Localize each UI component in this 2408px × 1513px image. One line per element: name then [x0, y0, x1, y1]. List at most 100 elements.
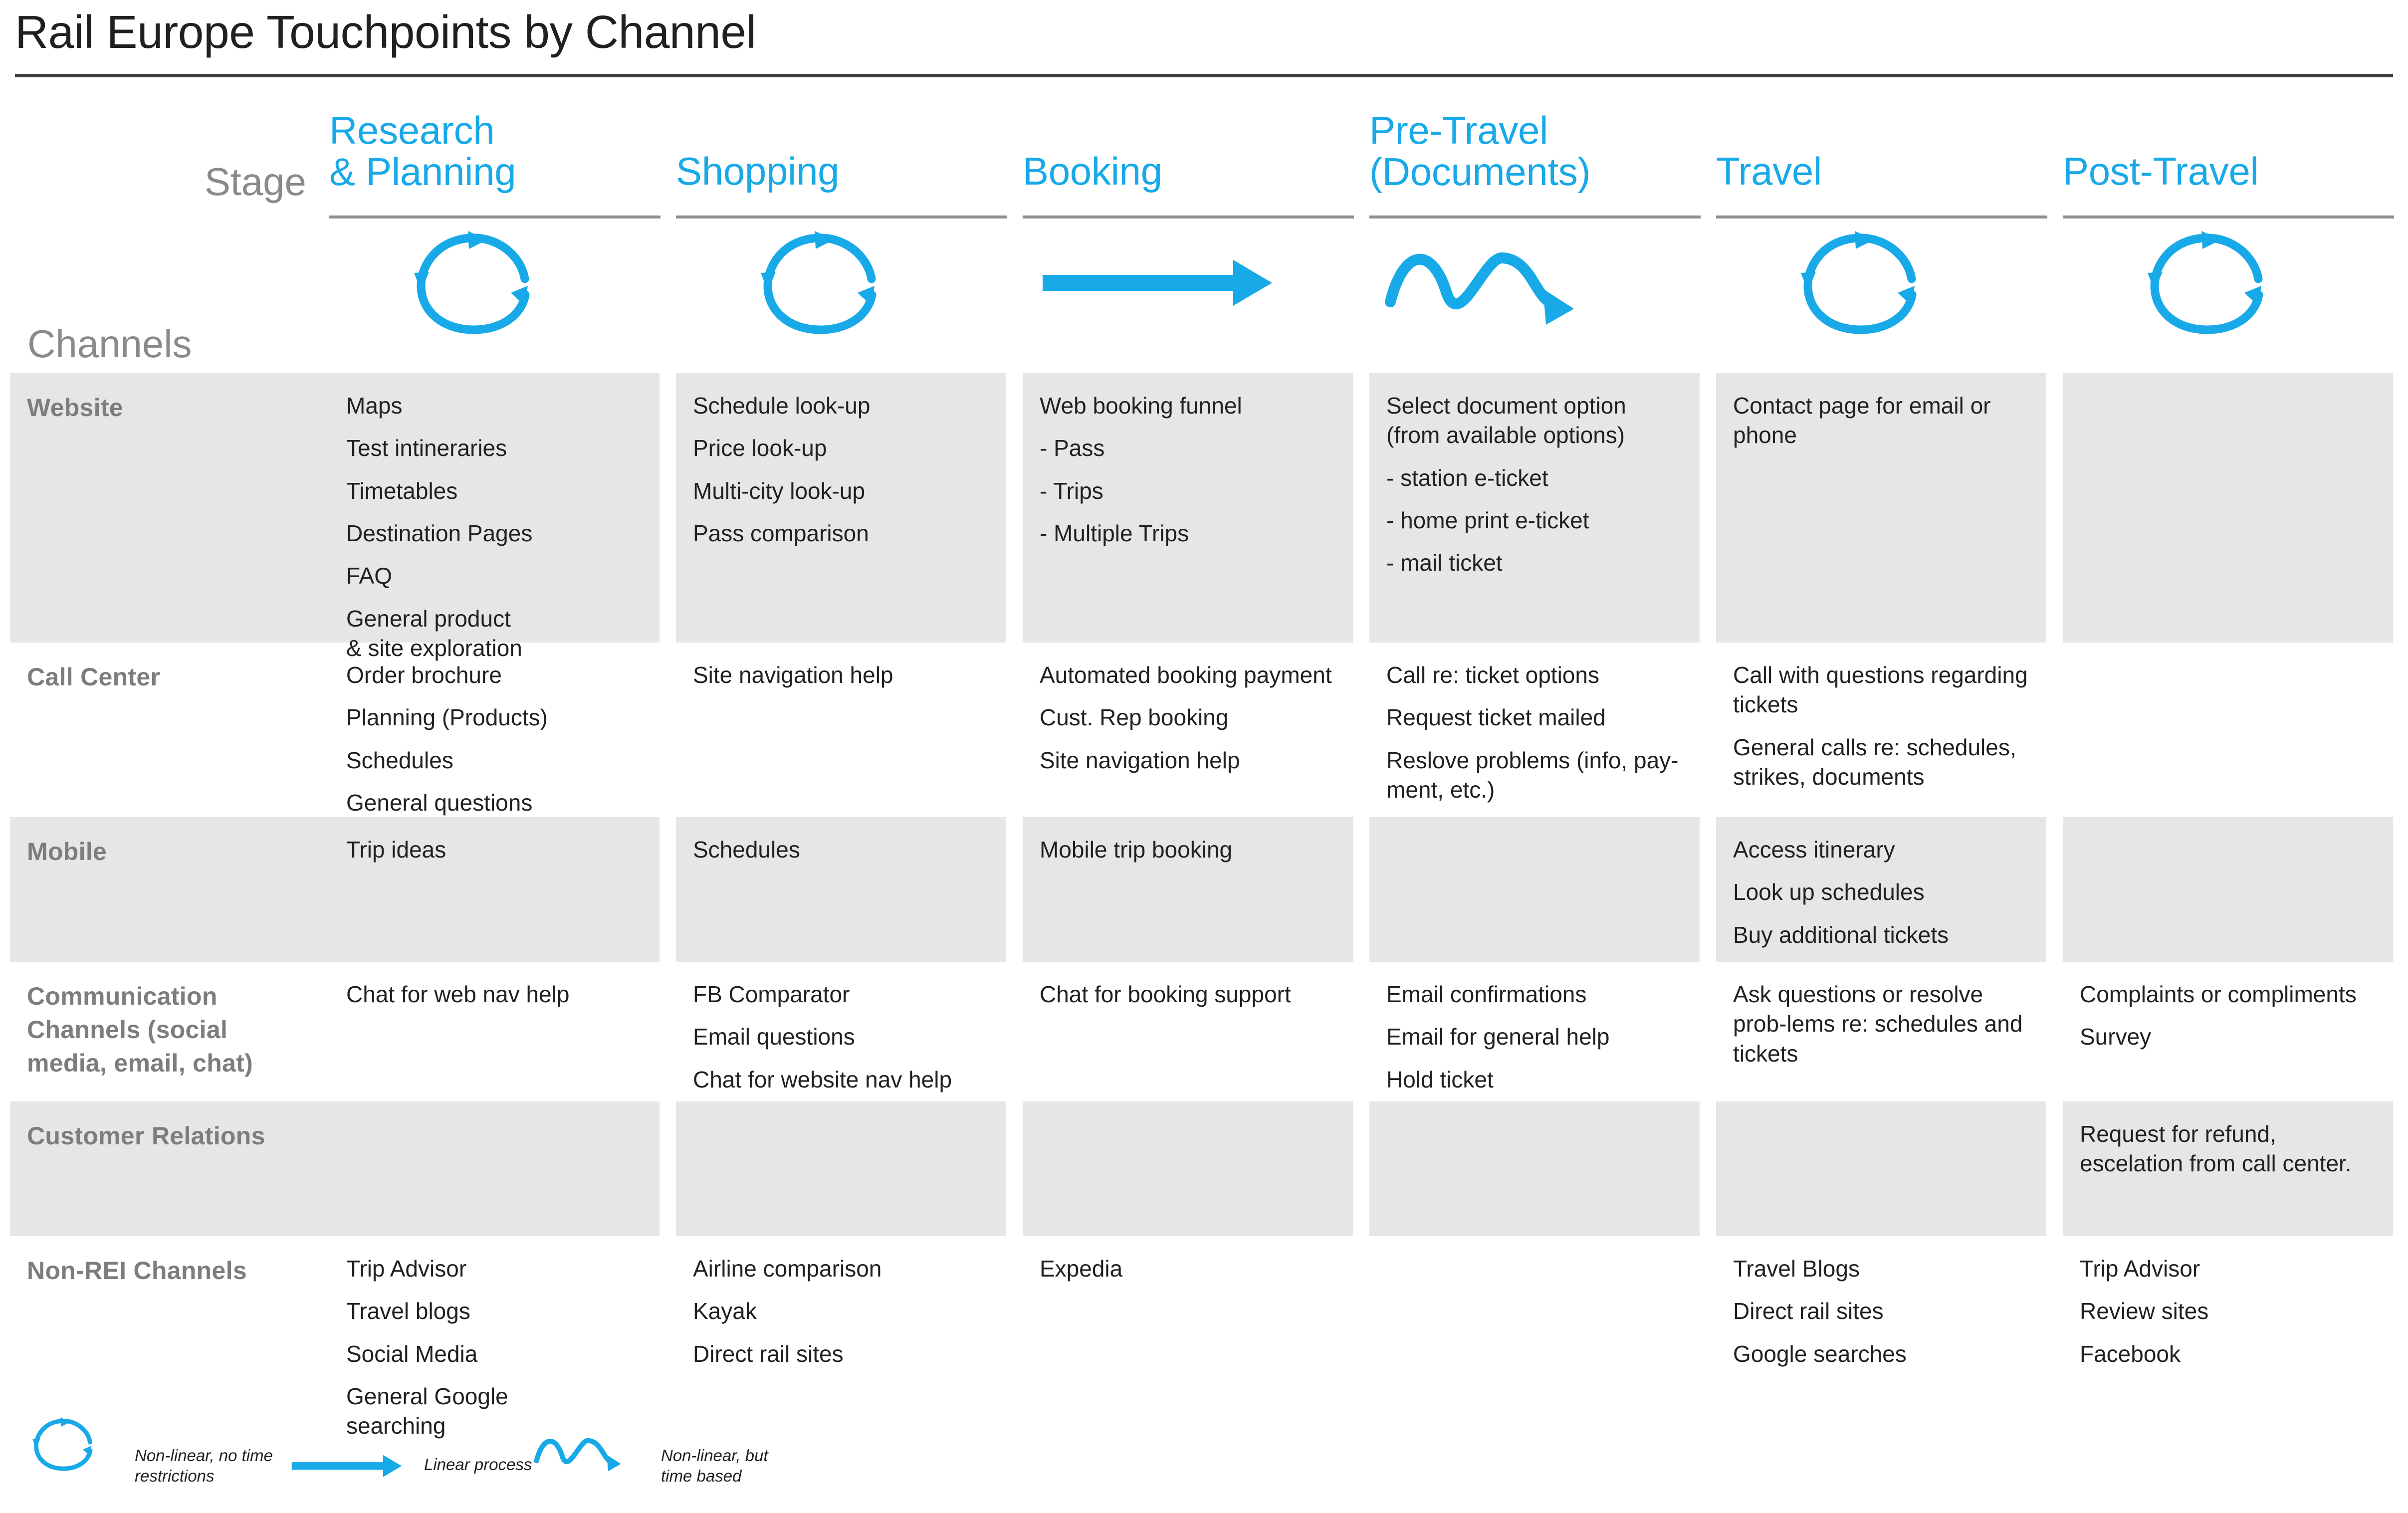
touchpoint-item: FB Comparator [693, 981, 850, 1007]
touchpoint-item: Site navigation help [1040, 747, 1240, 773]
row-label: Non-REI Channels [27, 1257, 247, 1285]
wave-arrow-icon [1384, 227, 1619, 342]
touchpoint-item: - mail ticket [1386, 550, 1503, 576]
touchpoint-item: Chat for booking support [1040, 981, 1291, 1007]
touchpoint-item: General product & site exploration [346, 605, 522, 661]
touchpoint-item: Buy additional tickets [1733, 921, 1949, 948]
touchpoint-item: Call re: ticket options [1386, 662, 1599, 688]
touchpoint-item: Planning (Products) [346, 704, 548, 731]
stage-divider-1 [329, 216, 660, 218]
touchpoint-item: Price look-up [693, 435, 827, 461]
touchpoint-item: Test intineraries [346, 435, 507, 461]
touchpoint-item: Airline comparison [693, 1256, 882, 1282]
stage-header-2: Shopping [676, 151, 1011, 192]
stage-header-line1: Research [329, 108, 495, 152]
matrix-cell: Trip ideas [329, 817, 659, 962]
touchpoint-item: Automated booking payment [1040, 662, 1332, 688]
title-divider [15, 74, 2393, 77]
stage-header-3: Booking [1023, 151, 1358, 192]
row-label: Communication Channels (social media, em… [27, 982, 253, 1077]
matrix-cell: Site navigation help [676, 643, 1006, 817]
touchpoint-item: Email for general help [1386, 1024, 1610, 1050]
touchpoint-item: Pass comparison [693, 520, 869, 546]
matrix-cell [1369, 1236, 1700, 1416]
stage-divider-4 [1369, 216, 1701, 218]
legend-wave-arrow-icon [534, 1426, 642, 1481]
circular-arrow-icon [409, 227, 539, 342]
touchpoint-item: Email confirmations [1386, 981, 1587, 1007]
touchpoint-item: Direct rail sites [693, 1340, 844, 1367]
matrix-cell: Mobile trip booking [1023, 817, 1353, 962]
touchpoint-item: Chat for web nav help [346, 981, 570, 1007]
touchpoint-item: Contact page for email or phone [1733, 393, 1991, 448]
touchpoint-item: General calls re: schedules, strikes, do… [1733, 734, 2016, 790]
legend-straight-arrow-icon [289, 1439, 404, 1496]
stage-header-4: Pre-Travel(Documents) [1369, 110, 1705, 192]
touchpoint-item: Travel blogs [346, 1298, 470, 1324]
touchpoint-item: Trip ideas [346, 837, 446, 863]
touchpoint-item: Cust. Rep booking [1040, 704, 1229, 731]
matrix-cell: Contact page for email or phone [1716, 373, 2046, 643]
legend-circular-arrow-icon [30, 1415, 97, 1476]
stage-header-1: Research& Planning [329, 110, 664, 192]
matrix-cell [2063, 373, 2393, 643]
circular-arrow-icon [1796, 227, 1926, 342]
row-label-cell: Communication Channels (social media, em… [10, 962, 329, 1101]
touchpoint-item: Google searches [1733, 1340, 1907, 1367]
touchpoint-item: Look up schedules [1733, 879, 1925, 905]
row-label: Call Center [27, 663, 161, 691]
touchpoint-item: - station e-ticket [1386, 464, 1548, 491]
touchpoint-item: Trip Advisor [346, 1256, 467, 1282]
channel-row: Communication Channels (social media, em… [0, 962, 2408, 1101]
matrix-cell: Chat for booking support [1023, 962, 1353, 1101]
touchpoint-item: General Google searching [346, 1383, 508, 1439]
touchpoint-item: Travel Blogs [1733, 1256, 1860, 1282]
touchpoint-item: Maps [346, 393, 403, 419]
stage-header-5: Travel [1716, 151, 2051, 192]
matrix-cell: Select document option (from available o… [1369, 373, 1700, 643]
page-title-wrap: Rail Europe Touchpoints by Channel [15, 9, 2393, 55]
touchpoint-item: Expedia [1040, 1256, 1123, 1282]
matrix-cell: Ask questions or resolve prob-lems re: s… [1716, 962, 2046, 1101]
touchpoint-item: Social Media [346, 1340, 478, 1367]
stage-divider-2 [676, 216, 1007, 218]
touchpoint-item: Call with questions regarding tickets [1733, 662, 2028, 718]
row-label-cell: Non-REI Channels [10, 1236, 329, 1416]
stage-header-line2: Post-Travel [2063, 149, 2259, 193]
row-label-cell: Website [10, 373, 329, 643]
touchpoint-item: Reslove problems (info, pay-ment, etc.) [1386, 747, 1679, 803]
touchpoint-item: Hold ticket [1386, 1066, 1494, 1092]
touchpoint-item: Trip Advisor [2080, 1256, 2200, 1282]
stage-divider-6 [2063, 216, 2394, 218]
touchpoint-item: Access itinerary [1733, 837, 1895, 863]
touchpoint-item: General questions [346, 789, 533, 816]
touchpoint-item: Schedules [346, 747, 453, 773]
row-label: Website [27, 394, 123, 422]
matrix-cell: Request for refund, escelation from call… [2063, 1101, 2393, 1236]
touchpoint-item: Order brochure [346, 662, 502, 688]
touchpoint-item: Email questions [693, 1024, 855, 1050]
matrix-cell [1369, 817, 1700, 962]
matrix-cell [676, 1101, 1006, 1236]
touchpoint-item: Review sites [2080, 1298, 2209, 1324]
matrix-cell [1716, 1101, 2046, 1236]
touchpoint-item: Mobile trip booking [1040, 837, 1233, 863]
stage-axis-label: Stage [205, 160, 306, 204]
straight-arrow-icon [1038, 227, 1277, 342]
